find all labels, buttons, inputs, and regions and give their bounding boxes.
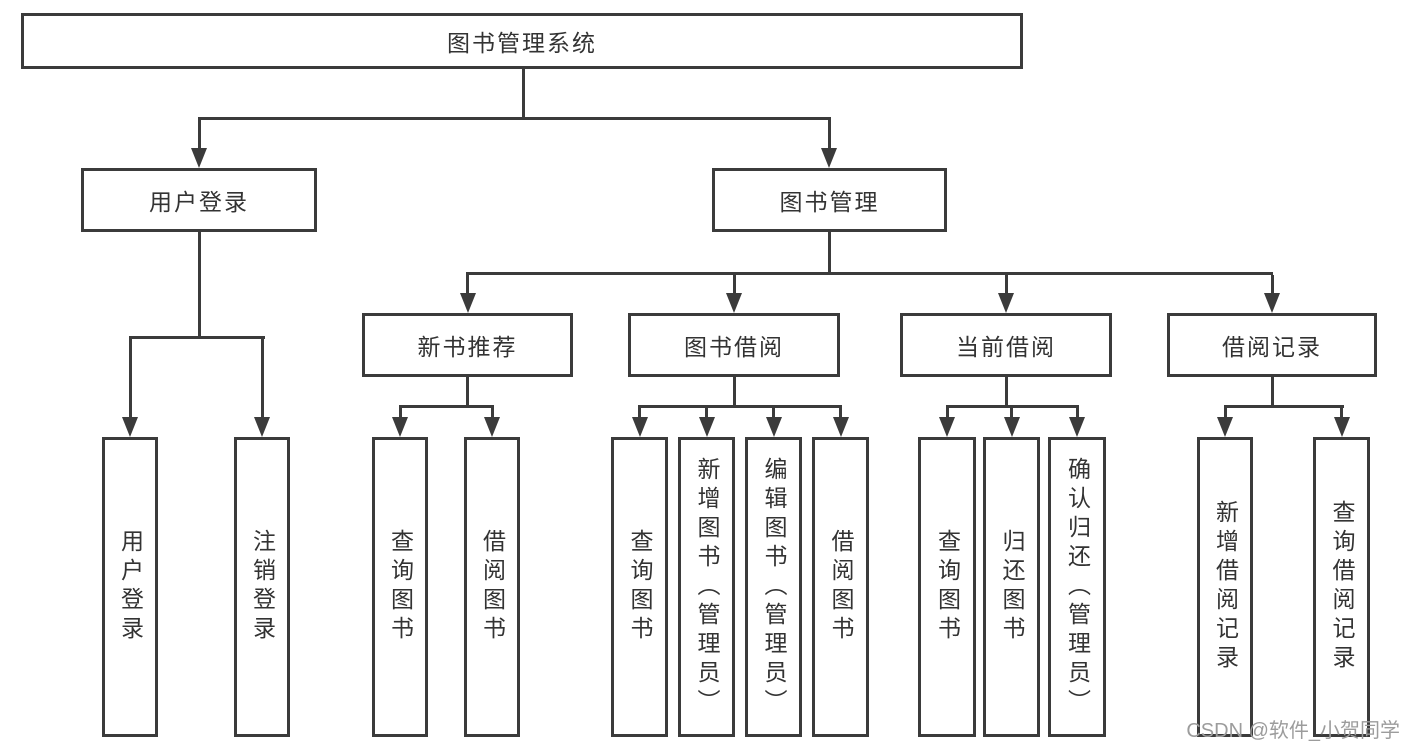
arrowhead-leaf-user-login bbox=[122, 417, 138, 437]
arrowhead-query-books-2 bbox=[631, 417, 648, 437]
arrowhead-borrow-books-2 bbox=[832, 417, 849, 437]
edge-stem-leaf-logout bbox=[260, 336, 264, 417]
arrowhead-confirm-return bbox=[1069, 417, 1085, 437]
edge-current-borrowing-trunk bbox=[1004, 377, 1008, 408]
leaf-edit-books-admin: 编辑图书（管理员） bbox=[745, 437, 802, 737]
edge-stem-query-books-3 bbox=[945, 405, 949, 417]
arrowhead-add-books bbox=[698, 417, 715, 437]
edge-new-book-branch bbox=[398, 405, 494, 408]
edge-book-borrowing-branch bbox=[638, 405, 842, 408]
leaf-borrow-books-1: 借阅图书 bbox=[464, 437, 520, 737]
arrowhead-edit-books bbox=[765, 417, 782, 437]
leaf-label: 新增图书（管理员） bbox=[694, 456, 720, 718]
edge-stem-book-borrowing bbox=[732, 275, 736, 293]
edge-root-trunk bbox=[521, 69, 525, 120]
edge-stem-confirm-return bbox=[1075, 405, 1079, 417]
edge-stem-borrowing-records bbox=[1270, 275, 1274, 293]
edge-stem-query-books-2 bbox=[638, 405, 641, 417]
arrowhead-query-borrow-record bbox=[1333, 417, 1350, 437]
leaf-label: 新增借阅记录 bbox=[1212, 500, 1239, 674]
leaf-label: 借阅图书 bbox=[479, 529, 506, 645]
arrowhead-query-books-3 bbox=[939, 417, 955, 437]
csdn-watermark: CSDN @软件_小贺同学 bbox=[1186, 720, 1400, 742]
leaf-label: 归还图书 bbox=[999, 529, 1025, 645]
edge-stem-borrow-books-2 bbox=[839, 405, 842, 417]
leaf-query-books-2: 查询图书 bbox=[611, 437, 668, 737]
edge-book-management-branch bbox=[466, 272, 1273, 275]
edge-stem-query-borrow-record bbox=[1340, 405, 1343, 417]
leaf-label: 查询借阅记录 bbox=[1329, 500, 1355, 674]
node-borrowing-records: 借阅记录 bbox=[1167, 313, 1377, 377]
edge-stem-query-books-1 bbox=[398, 405, 402, 417]
leaf-logout: 注销登录 bbox=[234, 437, 290, 737]
arrowhead-borrowing-records bbox=[1264, 293, 1280, 313]
leaf-label: 确认归还（管理员） bbox=[1064, 456, 1091, 718]
edge-borrowing-records-trunk bbox=[1270, 377, 1274, 408]
arrowhead-add-borrow-record bbox=[1217, 417, 1233, 437]
node-book-borrowing: 图书借阅 bbox=[628, 313, 840, 377]
leaf-query-borrowing-record: 查询借阅记录 bbox=[1313, 437, 1370, 737]
node-new-book-recommendation: 新书推荐 bbox=[362, 313, 573, 377]
leaf-label: 查询图书 bbox=[627, 529, 653, 645]
edge-stem-leaf-user-login bbox=[128, 336, 132, 417]
node-user-login: 用户登录 bbox=[81, 168, 317, 232]
leaf-label: 查询图书 bbox=[387, 529, 414, 645]
arrowhead-leaf-logout bbox=[254, 417, 270, 437]
leaf-query-books-1: 查询图书 bbox=[372, 437, 428, 737]
edge-root-branch bbox=[197, 117, 831, 120]
leaf-add-books-admin: 新增图书（管理员） bbox=[678, 437, 735, 737]
leaf-label: 查询图书 bbox=[934, 529, 961, 645]
edge-book-borrowing-trunk bbox=[732, 377, 736, 408]
leaf-borrow-books-2: 借阅图书 bbox=[812, 437, 869, 737]
leaf-label: 编辑图书（管理员） bbox=[761, 456, 787, 718]
leaf-add-borrowing-record: 新增借阅记录 bbox=[1197, 437, 1253, 737]
edge-user-login-branch bbox=[128, 336, 265, 339]
leaf-label: 注销登录 bbox=[249, 529, 276, 645]
edge-stem-return-books bbox=[1010, 405, 1013, 417]
edge-stem-add-books bbox=[705, 405, 708, 417]
arrowhead-user-login bbox=[191, 148, 207, 168]
node-root-library-system: 图书管理系统 bbox=[21, 13, 1023, 69]
edge-stem-book-management bbox=[827, 120, 831, 148]
leaf-label: 借阅图书 bbox=[828, 529, 854, 645]
arrowhead-return-books bbox=[1003, 417, 1020, 437]
edge-user-login-trunk bbox=[197, 232, 201, 336]
arrowhead-new-book bbox=[459, 293, 476, 313]
edge-stem-current-borrowing bbox=[1004, 275, 1008, 293]
edge-stem-user-login bbox=[197, 120, 201, 148]
leaf-return-books: 归还图书 bbox=[983, 437, 1040, 737]
leaf-label: 用户登录 bbox=[117, 529, 144, 645]
arrowhead-borrow-books-1 bbox=[484, 417, 500, 437]
node-current-borrowing: 当前借阅 bbox=[900, 313, 1112, 377]
edge-stem-add-borrow-record bbox=[1223, 405, 1227, 417]
node-book-management: 图书管理 bbox=[712, 168, 947, 232]
leaf-query-books-3: 查询图书 bbox=[918, 437, 976, 737]
edge-book-management-trunk bbox=[827, 232, 831, 275]
edge-new-book-trunk bbox=[466, 377, 469, 408]
edge-borrowing-records-branch bbox=[1223, 405, 1344, 408]
edge-stem-edit-books bbox=[772, 405, 775, 417]
arrowhead-current-borrowing bbox=[998, 293, 1014, 313]
arrowhead-book-management bbox=[821, 148, 837, 168]
edge-stem-new-book bbox=[466, 275, 469, 293]
arrowhead-query-books-1 bbox=[392, 417, 408, 437]
arrowhead-book-borrowing bbox=[726, 293, 742, 313]
edge-stem-borrow-books-1 bbox=[490, 405, 494, 417]
leaf-user-login: 用户登录 bbox=[102, 437, 158, 737]
leaf-confirm-return-admin: 确认归还（管理员） bbox=[1048, 437, 1106, 737]
